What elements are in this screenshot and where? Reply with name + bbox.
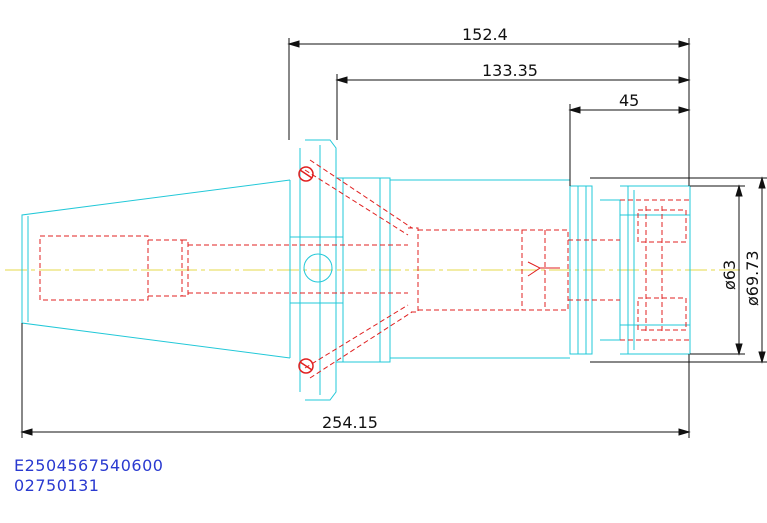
part-number-label: E2504567540600: [14, 456, 164, 475]
dimension-45: 45: [619, 91, 639, 110]
dimension-dia-69-73: ø69.73: [743, 250, 762, 306]
dimension-dia-63: ø63: [720, 260, 739, 290]
hidden-lines: [39, 159, 690, 379]
dimension-254-15: 254.15: [322, 413, 378, 432]
dimension-lines: [20, 38, 767, 438]
dimension-152-4: 152.4: [462, 25, 508, 44]
center-nub: [527, 261, 560, 277]
flange-screws: [298, 166, 314, 374]
dimension-133-35: 133.35: [482, 61, 538, 80]
tool-body: [21, 139, 691, 401]
part-code-label: 02750131: [14, 476, 100, 495]
